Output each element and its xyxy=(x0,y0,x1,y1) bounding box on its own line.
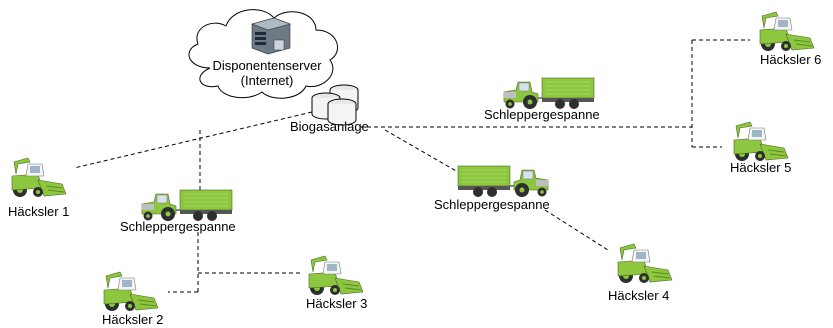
server-icon xyxy=(251,17,291,55)
link-middle-tractor xyxy=(384,129,459,173)
harvester-6-label: Häcksler 6 xyxy=(760,52,822,67)
harvester-6-icon xyxy=(759,11,815,52)
database-icon xyxy=(311,84,359,126)
harvester-5-label: Häcksler 5 xyxy=(730,160,792,175)
harvester-2-icon xyxy=(103,271,159,312)
cloud-icon xyxy=(188,9,339,99)
harvester-3-icon xyxy=(308,255,364,296)
harvester-1-icon xyxy=(11,157,67,198)
tractor-top-icon xyxy=(503,77,595,110)
harvester-4-icon xyxy=(617,243,673,284)
server-label-line1: Disponentenserver xyxy=(212,58,322,73)
link-hub-h1 xyxy=(73,111,313,169)
server-label-line2: (Internet) xyxy=(240,73,294,88)
server-label: Disponentenserver (Internet) xyxy=(192,58,342,88)
tractor-left-icon xyxy=(141,189,233,222)
harvester-1-label: Häcksler 1 xyxy=(8,204,70,219)
harvester-5-icon xyxy=(733,121,789,162)
harvester-4-label: Häcksler 4 xyxy=(608,288,670,303)
hub-label: Biogasanlage xyxy=(290,119,369,134)
link-h4 xyxy=(544,209,609,251)
tractor-middle-label: Schleppergespanne xyxy=(434,197,550,212)
harvester-3-label: Häcksler 3 xyxy=(306,296,368,311)
tractor-left-label: Schleppergespanne xyxy=(120,219,236,234)
connection-lines xyxy=(73,39,750,293)
tractor-top-label: Schleppergespanne xyxy=(484,107,600,122)
tractor-middle-icon xyxy=(457,165,549,198)
harvester-2-label: Häcksler 2 xyxy=(102,312,164,327)
